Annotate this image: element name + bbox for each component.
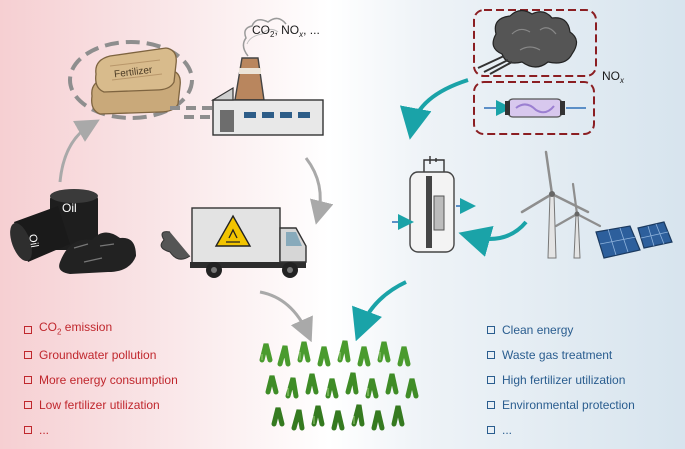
- checkbox-icon: [487, 350, 495, 359]
- arrow-cell-to-field: [352, 280, 407, 342]
- checkbox-icon: [24, 325, 32, 334]
- fertilizer-bags-icon: Fertilizer: [68, 40, 194, 120]
- oil-barrel-label: Oil: [62, 201, 77, 215]
- checkbox-icon: [487, 425, 495, 434]
- solar-panel-icon: [595, 221, 673, 259]
- checkbox-icon: [24, 375, 32, 384]
- disadvantage-text: Groundwater pollution: [39, 347, 157, 362]
- disadvantage-item: Low fertilizer utilization: [24, 392, 178, 417]
- disadvantage-item: CO2 emission: [24, 317, 178, 342]
- nox-label: NOx: [602, 69, 625, 85]
- advantage-text: Clean energy: [502, 322, 574, 337]
- plasma-reactor-box: [473, 81, 595, 135]
- fertilizer-text: Fertilizer: [114, 65, 154, 81]
- arrow-truck-to-field: [259, 290, 313, 343]
- advantage-item: Waste gas treatment: [487, 342, 635, 367]
- electrolyzer-cell-icon: [392, 156, 476, 253]
- oil-and-coal-icon: Oil Oil: [10, 189, 136, 274]
- advantages-list: Clean energy Waste gas treatment High fe…: [487, 317, 635, 442]
- checkbox-icon: [487, 375, 495, 384]
- wind-turbine-icon: [520, 150, 602, 259]
- checkbox-icon: [24, 400, 32, 409]
- arrow-gas-to-cell: [399, 78, 469, 140]
- advantage-text: ...: [502, 422, 513, 437]
- advantage-item: ...: [487, 417, 635, 442]
- arrow-factory-to-truck: [304, 157, 334, 225]
- advantage-text: Environmental protection: [502, 397, 635, 412]
- checkbox-icon: [487, 325, 495, 334]
- disadvantage-text: Low fertilizer utilization: [39, 397, 160, 412]
- oil-barrel-label-tipped: Oil: [26, 233, 40, 248]
- wheat-field-icon: [259, 340, 419, 431]
- exhaust-smoke-icon: [477, 9, 578, 75]
- advantage-item: Environmental protection: [487, 392, 635, 417]
- disadvantage-item: More energy consumption: [24, 367, 178, 392]
- waste-gas-box: [473, 9, 597, 77]
- plasma-reactor-icon: [484, 98, 586, 118]
- disadvantages-list: CO2 emission Groundwater pollution More …: [24, 317, 178, 442]
- checkbox-icon: [24, 425, 32, 434]
- emissions-label: CO2, NOx, ...: [252, 23, 320, 39]
- disadvantage-item: ...: [24, 417, 178, 442]
- disadvantage-text: CO2 emission: [39, 319, 113, 337]
- disadvantage-text: More energy consumption: [39, 372, 178, 387]
- disadvantage-item: Groundwater pollution: [24, 342, 178, 367]
- disadvantage-text: ...: [39, 422, 50, 437]
- truck-icon: [160, 207, 307, 278]
- checkbox-icon: [487, 400, 495, 409]
- checkbox-icon: [24, 350, 32, 359]
- advantage-text: High fertilizer utilization: [502, 372, 626, 387]
- advantage-item: Clean energy: [487, 317, 635, 342]
- arrow-energy-to-cell: [458, 220, 528, 257]
- factory-icon: [210, 17, 324, 136]
- advantage-text: Waste gas treatment: [502, 347, 613, 362]
- arrow-oil-to-fertilizer: [58, 119, 100, 183]
- advantage-item: High fertilizer utilization: [487, 367, 635, 392]
